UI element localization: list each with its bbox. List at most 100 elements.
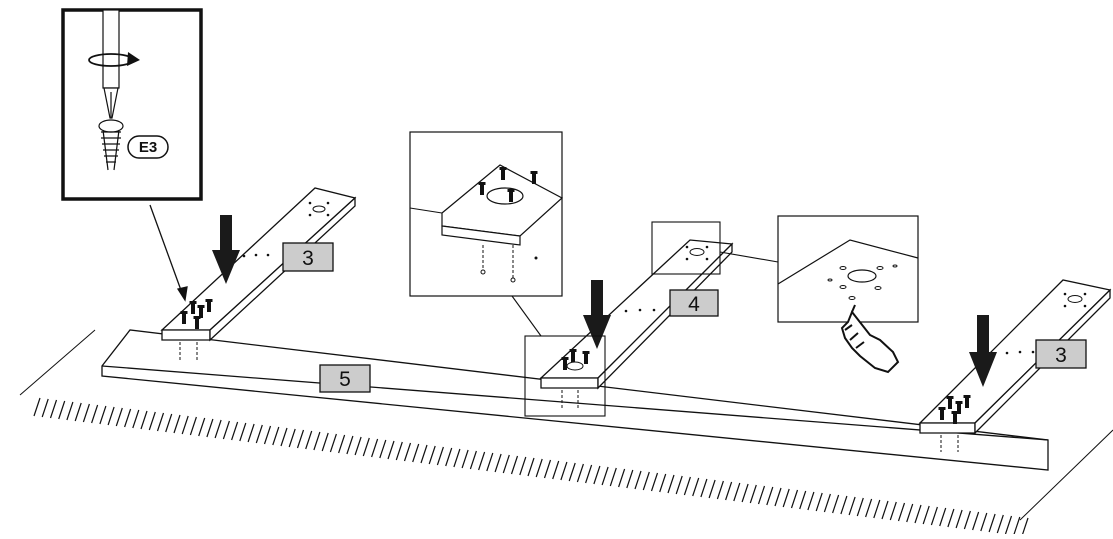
- detail-inset-left: [409, 131, 564, 297]
- hatch-mark: [972, 511, 980, 531]
- hatch-mark: [280, 427, 288, 447]
- hatch-mark: [436, 446, 444, 466]
- hatch-mark: [955, 509, 963, 529]
- screwdriver-icon: [102, 9, 120, 119]
- hatch-mark: [947, 508, 955, 528]
- hatch-mark: [469, 450, 477, 470]
- hatch-mark: [576, 463, 584, 483]
- down-arrow-icon: [212, 215, 240, 284]
- hatch-mark: [124, 408, 132, 428]
- hatch-mark: [856, 497, 864, 517]
- hatch-mark: [782, 488, 790, 508]
- hatch-mark: [650, 472, 659, 492]
- hatch-mark: [362, 437, 370, 457]
- center-slat-screws: [561, 349, 590, 371]
- hatch-mark: [453, 448, 461, 468]
- hatch-mark: [716, 480, 724, 500]
- hatch-mark: [659, 473, 667, 493]
- hatch-mark: [74, 402, 82, 422]
- left-dowel-lines: [179, 342, 198, 362]
- hatch-mark: [683, 476, 691, 496]
- hatch-mark: [527, 457, 535, 477]
- hatch-mark: [840, 495, 848, 515]
- hatch-mark: [963, 510, 971, 530]
- hatch-mark: [346, 435, 354, 455]
- hatch-mark: [41, 398, 49, 418]
- hatch-mark: [165, 413, 173, 433]
- e3-badge: E3: [127, 135, 169, 159]
- part-label-4-center: 4: [669, 289, 719, 317]
- hatch-mark: [774, 487, 782, 507]
- hatch-mark: [354, 436, 362, 456]
- hatch-mark: [897, 502, 906, 522]
- hatch-mark: [412, 443, 420, 463]
- hatch-mark: [815, 492, 823, 512]
- hatch-mark: [263, 425, 272, 445]
- hatch-mark: [988, 513, 996, 533]
- hatch-mark: [510, 455, 519, 475]
- hatch-mark: [741, 483, 749, 503]
- hatch-mark: [799, 490, 807, 510]
- part-label-3-right: 3: [1035, 339, 1087, 369]
- hatch-mark: [889, 501, 897, 521]
- hatch-mark: [609, 467, 617, 487]
- hatch-mark: [305, 430, 313, 450]
- hatch-mark: [1013, 516, 1021, 536]
- hatch-mark: [790, 489, 799, 509]
- screwdriver-inset: E3: [61, 8, 203, 201]
- hatch-mark: [708, 479, 716, 499]
- right-slat-holes: [1005, 292, 1087, 355]
- hatch-mark: [99, 405, 107, 425]
- hatch-mark: [247, 423, 255, 443]
- hatch-mark: [82, 403, 90, 423]
- hatch-mark: [766, 486, 774, 506]
- hatch-mark: [494, 453, 502, 473]
- hatch-mark: [338, 434, 346, 454]
- hatch-mark: [395, 441, 403, 461]
- hatch-mark: [387, 440, 395, 460]
- hatch-mark: [173, 414, 181, 434]
- hatch-mark: [420, 444, 428, 464]
- hatch-mark: [906, 503, 914, 523]
- hatch-mark: [823, 493, 831, 513]
- hatch-mark: [980, 512, 988, 532]
- hatch-mark: [543, 459, 552, 479]
- hatch-mark: [255, 424, 263, 444]
- hatch-mark: [445, 447, 453, 467]
- hatch-mark: [692, 477, 700, 497]
- hatch-mark: [634, 470, 642, 490]
- hatch-mark: [519, 456, 527, 476]
- hatch-mark: [667, 474, 675, 494]
- center-dowel-lines: [561, 390, 579, 408]
- screw-e3-icon: [98, 119, 124, 171]
- part-label-text: 3: [1055, 344, 1067, 367]
- down-arrow-icon: [583, 280, 611, 349]
- hatch-mark: [478, 451, 486, 471]
- part-label-5-rail: 5: [319, 364, 371, 393]
- hatch-mark: [618, 468, 626, 488]
- hatch-mark: [749, 484, 757, 504]
- hatch-mark: [33, 397, 41, 417]
- hatch-mark: [156, 412, 165, 432]
- hatch-mark: [329, 433, 337, 453]
- hatch-mark: [1021, 517, 1029, 537]
- hatch-mark: [725, 481, 733, 501]
- hatch-mark: [313, 431, 321, 451]
- hatch-mark: [593, 465, 601, 485]
- rotation-arrow-icon: [88, 52, 140, 67]
- hatch-mark: [371, 438, 379, 458]
- hatch-mark: [272, 426, 280, 446]
- pointing-hand-icon: [840, 304, 900, 374]
- hatch-mark: [239, 422, 247, 442]
- hatch-mark: [115, 407, 123, 427]
- hatch-mark: [939, 507, 947, 527]
- hatch-mark: [996, 514, 1004, 534]
- hatch-mark: [848, 496, 856, 516]
- hatch-mark: [66, 401, 74, 421]
- hatch-mark: [832, 494, 840, 514]
- hatch-mark: [181, 415, 189, 435]
- hatch-mark: [757, 485, 766, 505]
- hatch-mark: [881, 500, 889, 520]
- hatch-mark: [865, 498, 873, 518]
- hatch-mark: [675, 475, 683, 495]
